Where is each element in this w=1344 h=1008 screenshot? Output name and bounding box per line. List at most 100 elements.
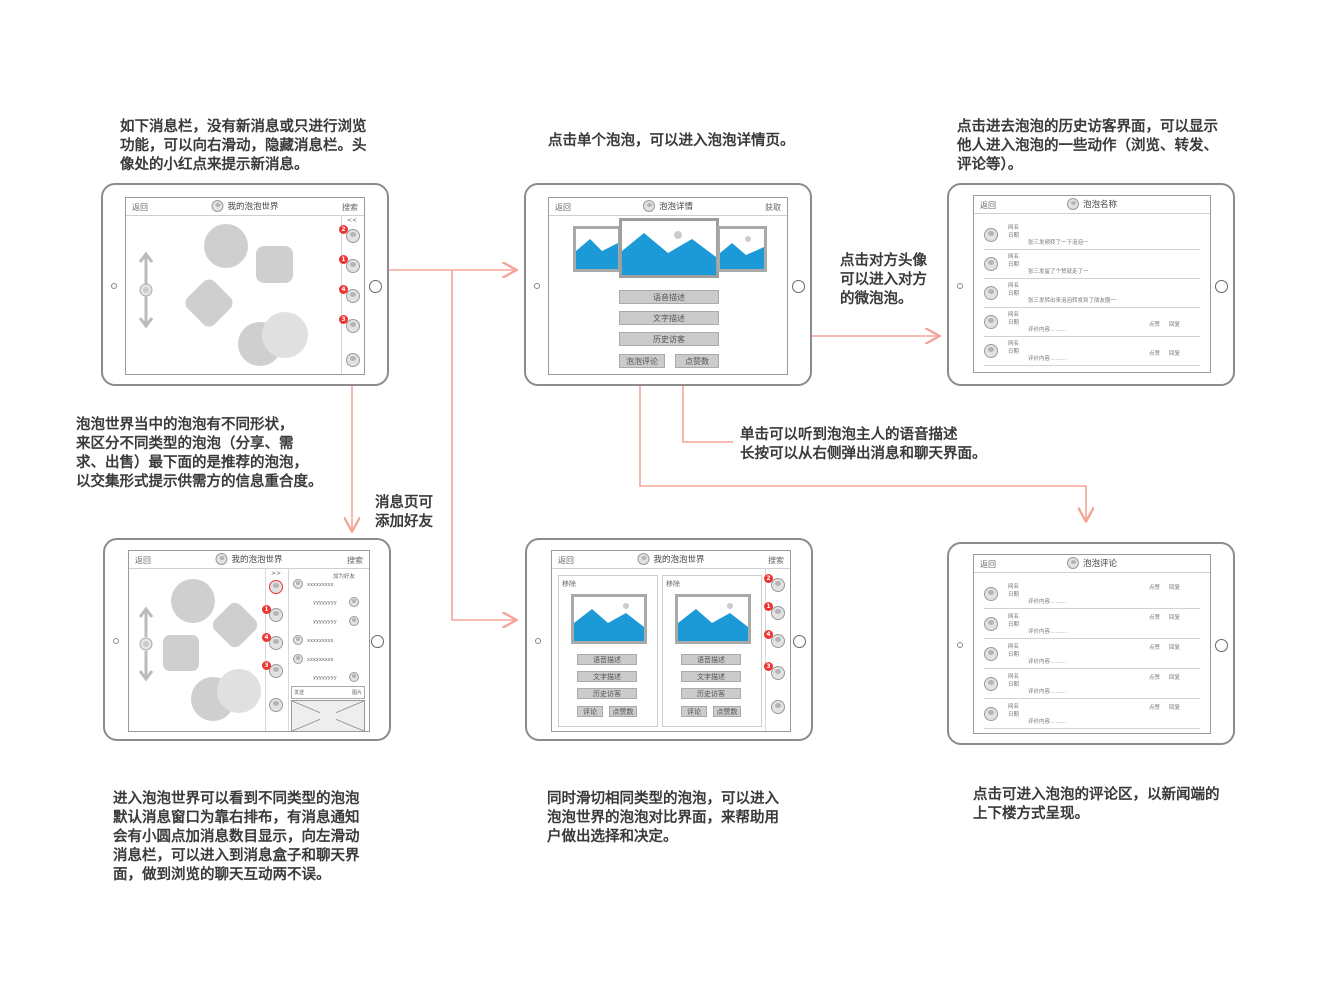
expand-arrows[interactable]: >> [271, 570, 282, 577]
contact-avatar[interactable] [269, 698, 283, 712]
contact-avatar[interactable] [349, 672, 359, 682]
reply-button[interactable]: 回复 [1168, 585, 1180, 591]
contact-avatar[interactable] [293, 579, 303, 589]
home-button[interactable] [371, 635, 384, 648]
bubble-circle[interactable] [171, 579, 215, 623]
home-button[interactable] [369, 280, 382, 293]
contact-avatar[interactable] [771, 634, 785, 648]
home-button[interactable] [793, 635, 806, 648]
like-button[interactable]: 点赞 [1148, 675, 1160, 681]
contact-avatar[interactable] [349, 616, 359, 626]
commenter-avatar[interactable] [984, 617, 998, 631]
commenter-avatar[interactable] [984, 707, 998, 721]
contact-avatar[interactable] [269, 580, 283, 594]
contact-avatar[interactable] [293, 635, 303, 645]
contact-avatar[interactable] [269, 664, 283, 678]
compare-card-left[interactable]: 移除 语音描述 文字描述 历史访客 评论 点赞数 [558, 575, 658, 727]
visitor-row[interactable]: 网名 日期 张三发留了个赞就走了一 [984, 249, 1200, 279]
comment-row[interactable]: 网名 日期 评价内容……… 点赞 回复 [984, 669, 1200, 699]
back-button[interactable]: 返回 [558, 556, 574, 565]
visitor-avatar[interactable] [984, 257, 998, 271]
like-button[interactable]: 点赞 [1148, 615, 1160, 621]
bubble-diamond[interactable] [182, 276, 236, 330]
like-button[interactable]: 点赞 [1148, 322, 1160, 328]
search-button[interactable]: 搜索 [347, 556, 363, 565]
contact-avatar[interactable] [771, 700, 785, 714]
contact-avatar[interactable] [346, 353, 360, 367]
voice-description-button[interactable]: 语音描述 [681, 654, 741, 665]
visitor-avatar[interactable] [984, 344, 998, 358]
compare-card-right[interactable]: 移除 语音描述 文字描述 历史访客 评论 点赞数 [662, 575, 762, 727]
voice-description-button[interactable]: 语音描述 [577, 654, 637, 665]
bubble-diamond[interactable] [209, 599, 261, 651]
visitor-row[interactable]: 网名 日期 张三发转出来泡泡转发到了朋友圈一 [984, 278, 1200, 308]
history-visitors-button[interactable]: 历史访客 [619, 332, 719, 346]
visitor-avatar[interactable] [984, 228, 998, 242]
message-sidebar[interactable]: << 2 1 4 3 [339, 215, 364, 374]
back-button[interactable]: 返回 [980, 560, 996, 569]
message-sidebar[interactable]: 2 1 4 3 [764, 568, 790, 731]
contact-avatar[interactable] [346, 229, 360, 243]
contact-avatar[interactable] [771, 578, 785, 592]
message-input[interactable]: 发送 图片 [291, 686, 365, 699]
remove-button[interactable]: 移除 [562, 580, 576, 588]
comment-row[interactable]: 网名 日期 评价内容……… 点赞 回复 [984, 609, 1200, 639]
home-button[interactable] [1215, 639, 1228, 652]
like-button[interactable]: 点赞 [1148, 351, 1160, 357]
reply-button[interactable]: 回复 [1168, 645, 1180, 651]
commenter-avatar[interactable] [984, 587, 998, 601]
text-description-button[interactable]: 文字描述 [619, 311, 719, 325]
reply-button[interactable]: 回复 [1168, 705, 1180, 711]
voice-description-button[interactable]: 语音描述 [619, 290, 719, 304]
back-button[interactable]: 返回 [555, 203, 571, 212]
contact-avatar[interactable] [346, 319, 360, 333]
scroll-arrows-icon[interactable] [135, 605, 157, 683]
bubble-comments-button[interactable]: 泡泡评论 [619, 354, 665, 368]
visitor-avatar[interactable] [984, 286, 998, 300]
likes-button[interactable]: 点赞数 [609, 706, 637, 717]
collapse-arrows[interactable]: << [347, 217, 358, 224]
image-placeholder-main[interactable] [619, 218, 719, 278]
reply-button[interactable]: 回复 [1168, 615, 1180, 621]
like-button[interactable]: 点赞 [1148, 705, 1160, 711]
visitor-row[interactable]: 网名 日期 评价内容……… 点赞 回复 [984, 336, 1200, 366]
contact-avatar[interactable] [269, 608, 283, 622]
comment-button[interactable]: 评论 [681, 706, 707, 717]
send-button[interactable]: 发送 [294, 690, 305, 696]
history-visitors-button[interactable]: 历史访客 [681, 688, 741, 699]
reply-button[interactable]: 回复 [1168, 322, 1180, 328]
home-button[interactable] [792, 280, 805, 293]
likes-button[interactable]: 点赞数 [713, 706, 741, 717]
scroll-arrows-icon[interactable] [134, 250, 158, 330]
commenter-avatar[interactable] [984, 647, 998, 661]
back-button[interactable]: 返回 [980, 201, 996, 210]
contact-avatar[interactable] [349, 597, 359, 607]
visitor-row[interactable]: 网名 日期 张三发频转了一下泡泡一 [984, 220, 1200, 250]
comment-row[interactable]: 网名 日期 评价内容……… 点赞 回复 [984, 639, 1200, 669]
contact-avatar[interactable] [346, 259, 360, 273]
image-preview[interactable] [291, 700, 365, 731]
back-button[interactable]: 返回 [132, 203, 148, 212]
text-description-button[interactable]: 文字描述 [681, 671, 741, 682]
bubble-intersect-b[interactable] [217, 669, 261, 713]
contact-avatar[interactable] [346, 289, 360, 303]
comment-row[interactable]: 网名 日期 评价内容……… 点赞 回复 [984, 579, 1200, 609]
reply-button[interactable]: 回复 [1168, 351, 1180, 357]
add-friend-button[interactable]: 加为好友 [333, 574, 356, 580]
search-button[interactable]: 搜索 [342, 203, 358, 212]
commenter-avatar[interactable] [984, 677, 998, 691]
bubble-circle[interactable] [204, 224, 248, 268]
image-placeholder[interactable] [571, 594, 647, 644]
contact-avatar[interactable] [771, 606, 785, 620]
reply-button[interactable]: 回复 [1168, 675, 1180, 681]
bubble-intersect-b[interactable] [262, 312, 308, 358]
visitor-avatar[interactable] [984, 315, 998, 329]
bubble-square[interactable] [256, 246, 293, 283]
contact-avatar[interactable] [293, 654, 303, 664]
search-button[interactable]: 搜索 [768, 556, 784, 565]
image-placeholder[interactable] [675, 594, 751, 644]
visitor-row[interactable]: 网名 日期 评价内容……… 点赞 回复 [984, 307, 1200, 337]
comment-row[interactable]: 网名 日期 评价内容……… 点赞 回复 [984, 699, 1200, 729]
get-button[interactable]: 获取 [765, 203, 781, 212]
contact-avatar[interactable] [771, 666, 785, 680]
